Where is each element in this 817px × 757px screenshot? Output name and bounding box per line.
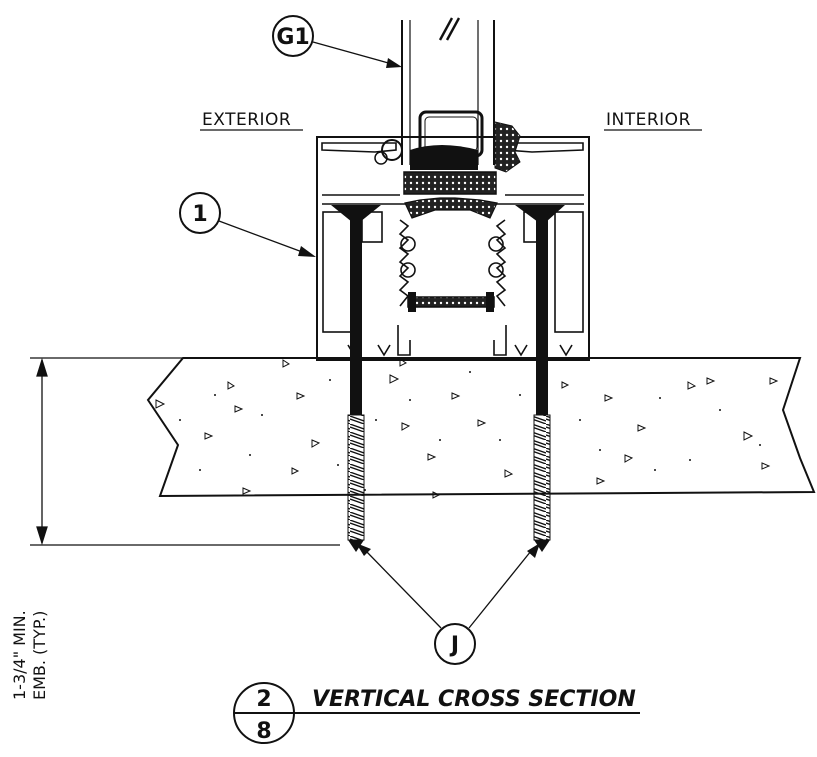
sheet-number: 8 (256, 719, 271, 744)
embedment-dimension (30, 357, 340, 546)
callout-glass: G1 (272, 15, 402, 68)
aluminum-sill-frame (316, 136, 590, 361)
interior-label: INTERIOR (606, 110, 691, 130)
callout-frame: 1 (179, 192, 316, 257)
callout-frame-text: 1 (192, 202, 207, 227)
gaskets (374, 121, 521, 312)
exterior-label: EXTERIOR (202, 110, 291, 130)
callout-anchor-text: J (449, 633, 459, 658)
section-title: VERTICAL CROSS SECTION (312, 687, 636, 712)
callout-glass-text: G1 (276, 25, 309, 50)
section-marker: 2 8 VERTICAL CROSS SECTION (233, 682, 640, 744)
embedment-dimension-line2: EMB. (TYP.) (30, 611, 49, 700)
section-number: 2 (256, 687, 271, 712)
glass-unit (401, 17, 495, 165)
embedment-dimension-line1: 1-3/4" MIN. (10, 610, 29, 700)
concrete-substrate (146, 357, 816, 499)
callout-anchor: J (356, 543, 540, 665)
anchor-screws (331, 205, 565, 552)
